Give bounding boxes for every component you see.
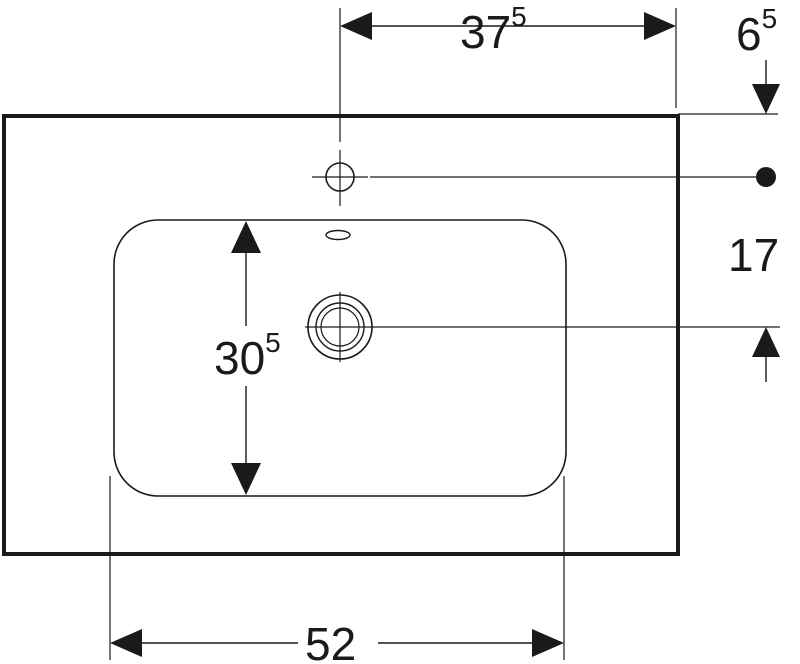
arrowhead-right (644, 12, 676, 40)
bowl-width-label: 52 (305, 618, 356, 664)
tap-hole (312, 150, 368, 206)
countertop-outline (2, 114, 680, 556)
drain (305, 292, 375, 362)
bowl-depth-value: 30 (214, 332, 265, 384)
tap-offset-label: 375 (460, 1, 527, 58)
rim-to-tap-fraction: 5 (762, 3, 778, 34)
dimension-tap-to-drain: 17 (370, 167, 780, 382)
bowl-depth-label: 305 (214, 327, 281, 384)
arrowhead-up (231, 221, 261, 253)
tap-offset-fraction: 5 (511, 1, 527, 32)
arrowhead-down (752, 84, 780, 114)
arrowhead-right (532, 629, 564, 657)
arrowhead-down (231, 463, 261, 495)
rim-to-tap-value: 6 (736, 8, 762, 60)
basin-bowl-outline (113, 219, 567, 497)
arrowhead-up (752, 327, 780, 357)
tap-to-drain-label: 17 (728, 229, 779, 281)
tap-offset-value: 37 (460, 6, 511, 58)
bowl-depth-fraction: 5 (265, 327, 281, 358)
dimension-bowl-depth: 305 (214, 221, 281, 495)
rim-to-tap-label: 65 (736, 3, 777, 60)
overflow-slot (325, 229, 351, 241)
arrowhead-left (340, 12, 372, 40)
dimension-bowl-width: 52 (109, 476, 565, 664)
arrowhead-left (110, 629, 142, 657)
dimension-dot (756, 167, 776, 187)
dimension-tap-offset: 375 (339, 1, 677, 142)
dimension-rim-to-tap: 65 (678, 3, 780, 115)
